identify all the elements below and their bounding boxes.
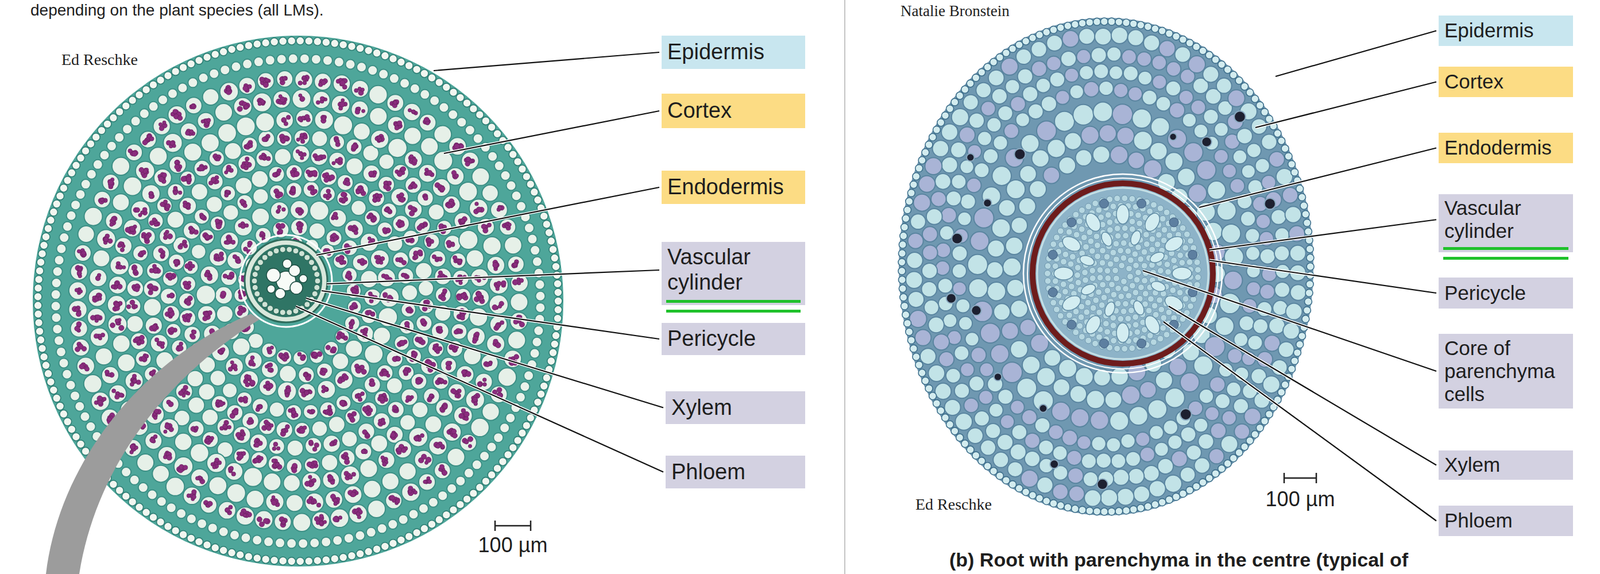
figure-stage: EpidermisCortexEndodermisVascular cylind… (0, 0, 1600, 574)
